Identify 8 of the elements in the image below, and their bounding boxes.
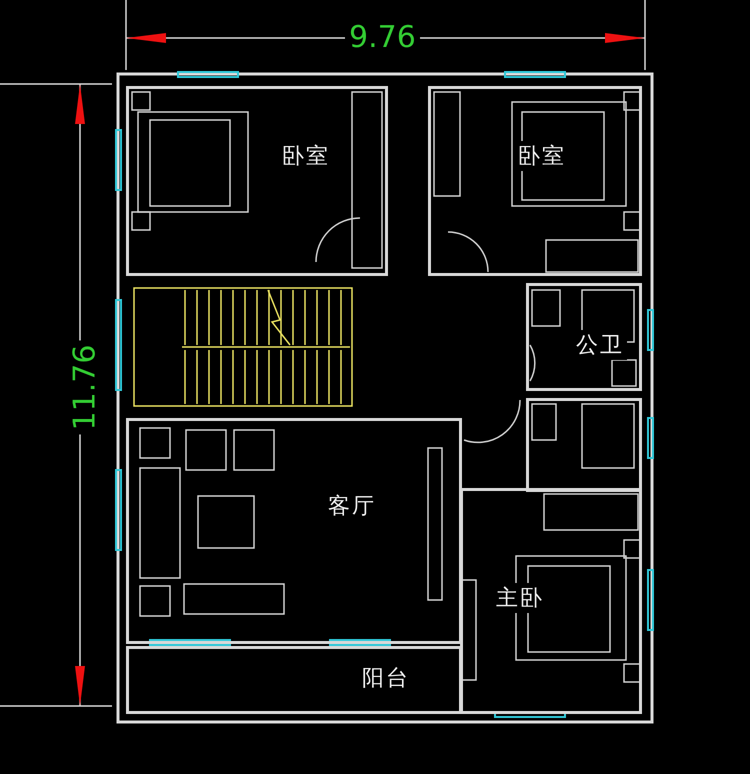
room-outline [126, 418, 462, 644]
room-outline [526, 398, 642, 492]
room-outline [428, 86, 642, 276]
room-outline [460, 488, 642, 714]
room-outline [526, 283, 642, 391]
room-outline [126, 646, 462, 714]
room-outline [126, 86, 388, 276]
room-label: 公卫 [573, 330, 627, 360]
